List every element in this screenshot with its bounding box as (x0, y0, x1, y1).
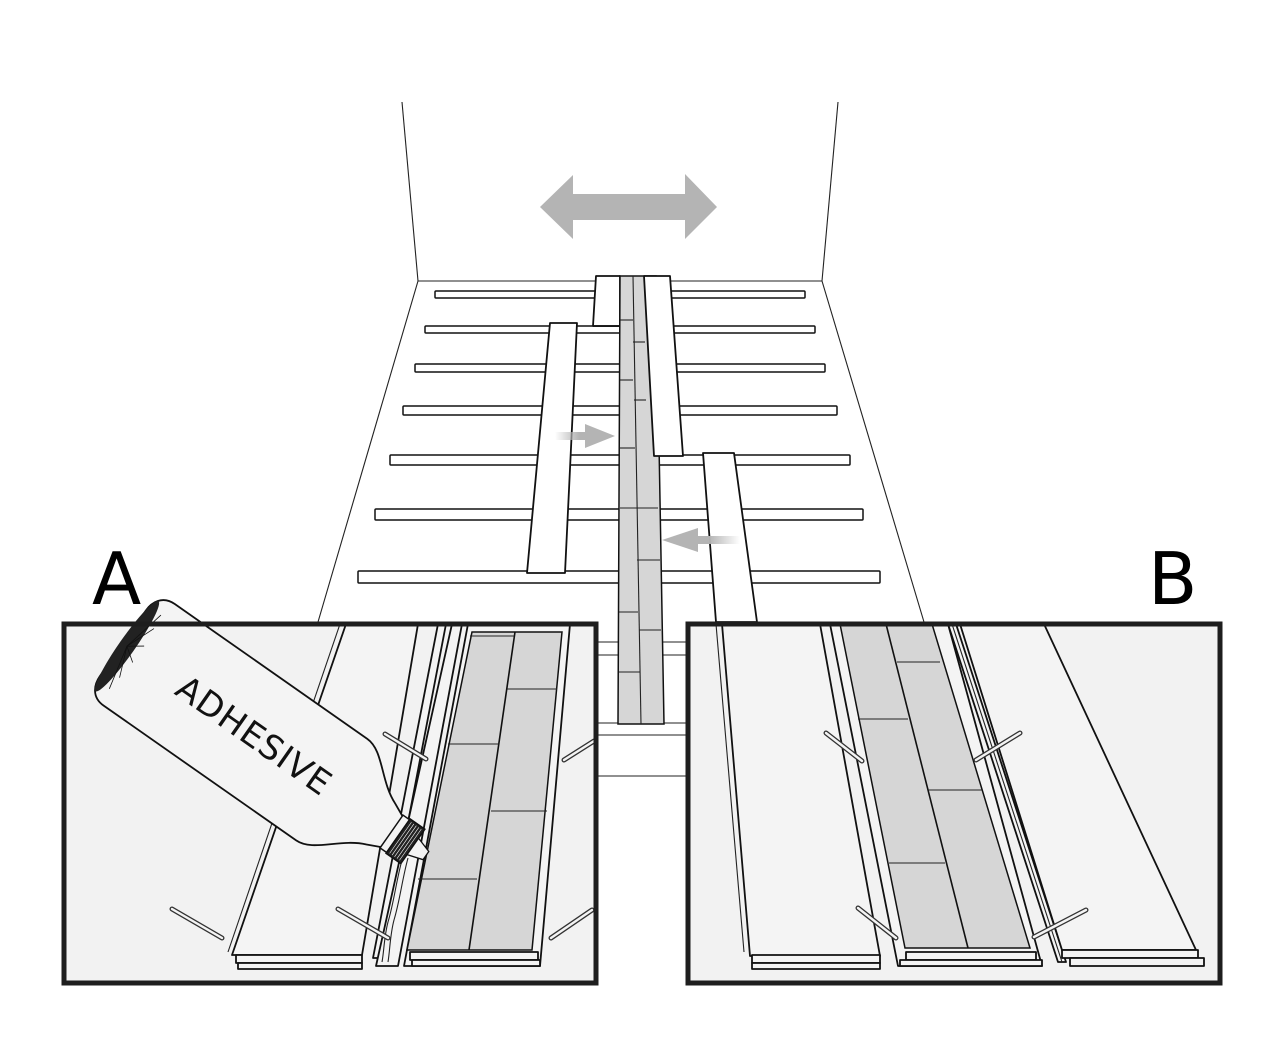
nail-icon (561, 738, 597, 763)
board-end (1069, 957, 1205, 967)
board-long-left (526, 322, 578, 574)
board-end (411, 959, 541, 967)
adhesive-bead (381, 859, 403, 963)
nail-icon (855, 905, 899, 941)
adhesive-bead (387, 857, 409, 963)
double-headed-arrow-icon (540, 174, 717, 239)
panel-label-b: B (1148, 537, 1197, 621)
nail-icon (335, 906, 391, 941)
strip-seam (632, 275, 642, 725)
floor-left-edge (317, 280, 419, 623)
board-end (409, 951, 539, 961)
nail-icon (548, 907, 595, 941)
board-end (905, 951, 1037, 961)
board-short-top (592, 275, 621, 327)
board-long-right (643, 275, 684, 457)
arrow-right-icon (555, 424, 615, 448)
nail-icon (382, 731, 429, 762)
installed-board (406, 631, 563, 951)
nail-icon (1031, 907, 1089, 940)
right-wall-edge (821, 101, 839, 282)
panel-a: ADHESIVE (61, 599, 599, 986)
floor-right-edge (821, 280, 925, 623)
board-end (751, 954, 881, 964)
board-end (235, 954, 363, 964)
nail-icon (169, 906, 225, 941)
nail-icon (823, 730, 865, 764)
board-seam (885, 623, 969, 949)
board-seam (468, 631, 516, 951)
panel-a-frame (61, 621, 599, 986)
nail-icon (973, 730, 1023, 763)
board-edge (951, 623, 1063, 963)
panel-label-a: A (92, 537, 141, 621)
left-wall-edge (401, 101, 419, 282)
panel-b (685, 621, 1223, 986)
board-edge (715, 623, 745, 953)
board-end (751, 962, 881, 970)
panel-b-frame (685, 621, 1223, 986)
arrow-left-icon (662, 528, 740, 552)
board-end (899, 959, 1043, 967)
arrows (540, 174, 740, 552)
board-end (1061, 949, 1199, 959)
board-end (237, 962, 363, 970)
